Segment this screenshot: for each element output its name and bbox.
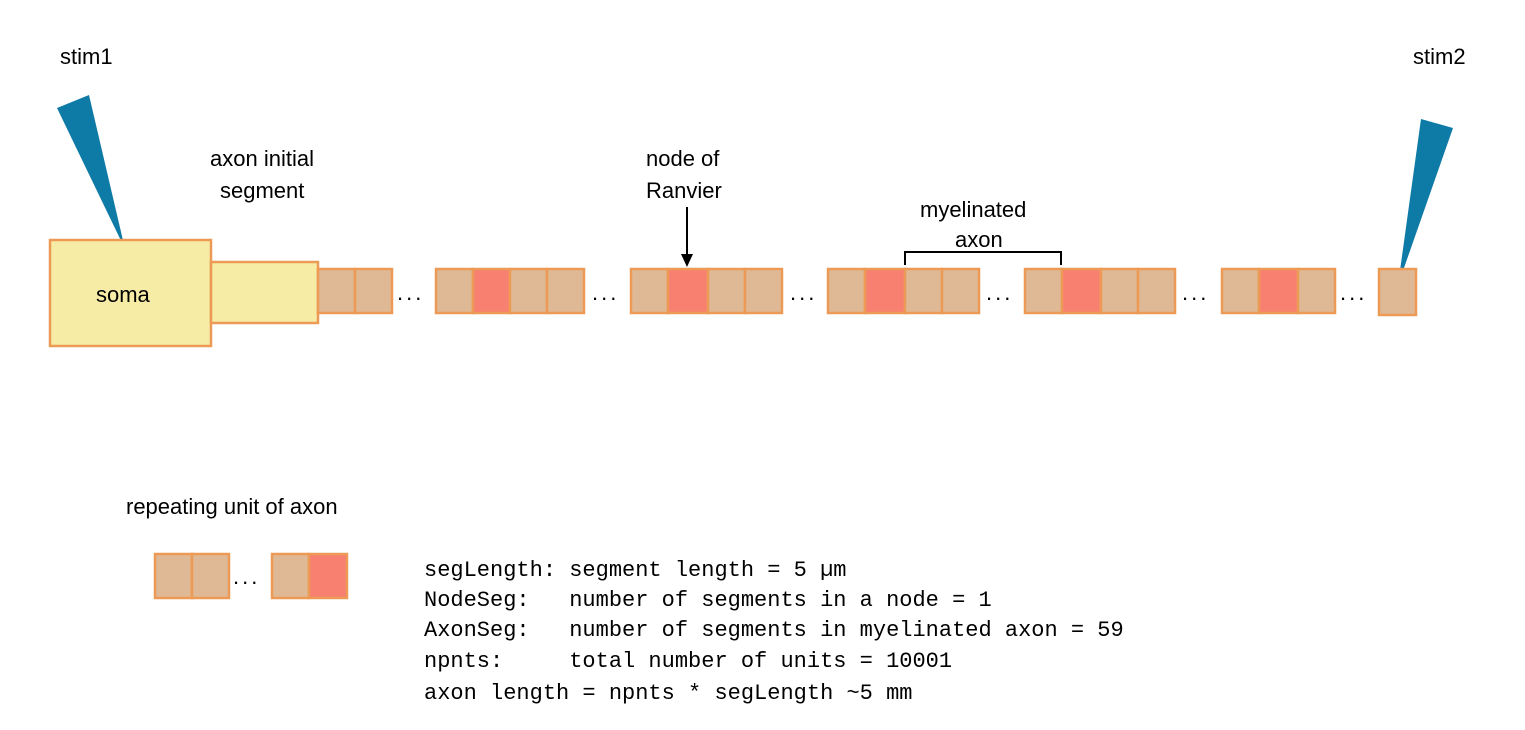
stim2-electrode-icon [1398,119,1453,285]
node-segment [666,267,710,315]
axon-chain: ... ... ... ... ... ... [316,267,1418,317]
node-label-line2: Ranvier [646,178,722,203]
soma-compartment [48,238,213,348]
ellipsis: ... [1182,280,1209,305]
internode-segment [545,267,586,315]
node-segment [307,552,349,600]
param-seglength: segLength: segment length = 5 µm [424,558,846,583]
parameter-list: segLength: segment length = 5 µm NodeSeg… [424,558,1124,706]
repeating-unit-label: repeating unit of axon [126,494,338,519]
internode-segment [1377,267,1418,317]
ais-label-line1: axon initial [210,146,314,171]
node-segment [1257,267,1300,315]
internode-segment [1023,267,1064,315]
myelin-label-line1: myelinated [920,197,1026,222]
axon-initial-segment [209,260,320,325]
node-label-line1: node of [646,146,720,171]
internode-segment [434,267,475,315]
internode-segment [826,267,867,315]
internode-segment [1220,267,1261,315]
stim1-electrode-icon [57,95,125,249]
ais-label-line2: segment [220,178,304,203]
internode-segment [1099,267,1140,315]
repeating-unit-diagram: ... [153,552,349,600]
ellipsis: ... [397,280,424,305]
param-axon-length: axon length = npnts * segLength ~5 mm [424,681,912,706]
internode-segment [706,267,747,315]
internode-segment [153,552,194,600]
internode-segment [190,552,231,600]
internode-segment [1296,267,1337,315]
param-npnts: npnts: total number of units = 10001 [424,649,952,674]
ellipsis: ... [986,280,1013,305]
node-segment [471,267,512,315]
soma-label: soma [96,282,151,307]
ellipsis: ... [790,280,817,305]
ellipsis: ... [592,280,619,305]
node-segment [1060,267,1103,315]
internode-segment [940,267,981,315]
internode-segment [743,267,784,315]
ellipsis: ... [1340,280,1367,305]
stim1-label: stim1 [60,44,113,69]
myelin-bracket [904,251,1062,265]
internode-segment [1136,267,1177,315]
internode-segment [508,267,549,315]
node-arrow-icon [681,254,693,267]
ellipsis: ... [233,564,260,589]
internode-segment [903,267,944,315]
internode-segment [629,267,670,315]
internode-segment [270,552,311,600]
param-axonseg: AxonSeg: number of segments in myelinate… [424,618,1124,643]
node-segment [863,267,907,315]
myelin-label-line2: axon [955,227,1003,252]
stim2-label: stim2 [1413,44,1466,69]
param-nodeseg: NodeSeg: number of segments in a node = … [424,588,992,613]
internode-segment [353,267,394,315]
internode-segment [316,267,357,315]
